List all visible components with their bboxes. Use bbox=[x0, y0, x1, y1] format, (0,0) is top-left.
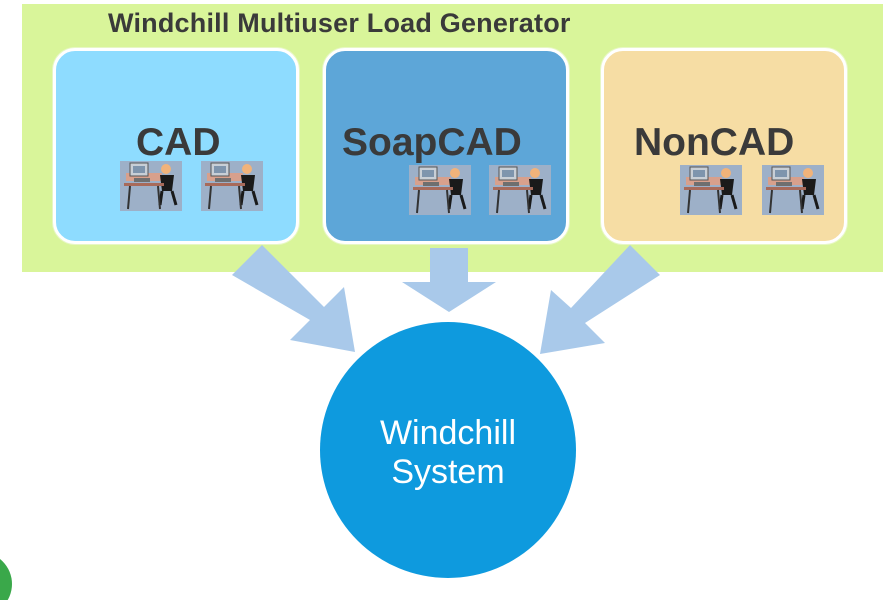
system-label-line2: System bbox=[391, 453, 505, 491]
soapcad-client-box: SoapCAD bbox=[323, 48, 569, 244]
computer-user-icon bbox=[120, 161, 182, 211]
load-generator-title: Windchill Multiuser Load Generator bbox=[108, 8, 571, 38]
connector-arrows bbox=[232, 245, 660, 354]
computer-user-icon bbox=[201, 161, 263, 211]
cad-client-box: CAD bbox=[53, 48, 299, 244]
soapcad-label: SoapCAD bbox=[342, 121, 522, 164]
arrow-soapcad-to-system bbox=[402, 248, 496, 312]
windchill-system-label: Windchill System bbox=[320, 414, 576, 492]
arrow-cad-to-system bbox=[232, 245, 355, 352]
corner-decoration bbox=[0, 559, 12, 600]
noncad-client-box: NonCAD bbox=[601, 48, 847, 244]
windchill-system-node: Windchill System bbox=[320, 322, 576, 578]
arrow-noncad-to-system bbox=[540, 245, 660, 354]
diagram: Windchill Multiuser Load Generator CAD bbox=[0, 4, 883, 600]
computer-user-icon bbox=[680, 165, 742, 215]
computer-user-icon bbox=[409, 165, 471, 215]
cad-label: CAD bbox=[136, 121, 221, 164]
computer-user-icon bbox=[489, 165, 551, 215]
computer-user-icon bbox=[762, 165, 824, 215]
noncad-label: NonCAD bbox=[634, 121, 795, 164]
system-label-line1: Windchill bbox=[379, 414, 517, 452]
